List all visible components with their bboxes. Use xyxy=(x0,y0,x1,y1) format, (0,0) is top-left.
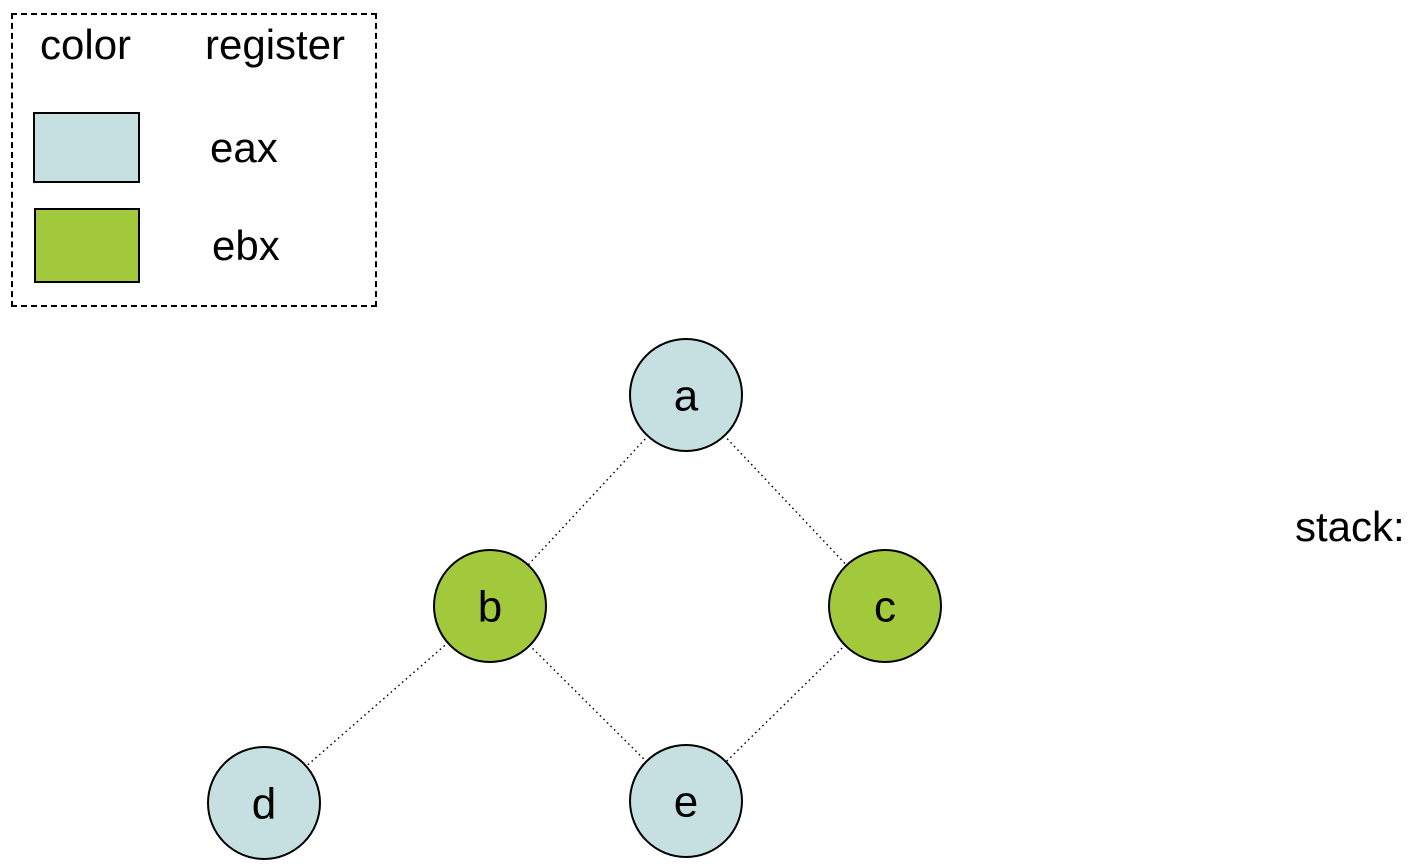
node-c-label: c xyxy=(874,582,896,631)
node-e-label: e xyxy=(674,777,698,826)
edge-a-c xyxy=(685,394,886,607)
legend-header-color: color xyxy=(40,21,132,68)
node-a-circle xyxy=(629,338,743,452)
legend-header-register: register xyxy=(205,21,346,68)
node-e-circle xyxy=(629,744,743,858)
legend-swatch-eax xyxy=(33,112,140,183)
node-c: c xyxy=(828,549,942,663)
node-c-circle xyxy=(828,549,942,663)
legend-label-eax: eax xyxy=(210,124,278,171)
node-b-label: b xyxy=(478,582,502,631)
legend-label-ebx: ebx xyxy=(212,222,280,269)
node-d: d xyxy=(207,746,321,860)
node-a: a xyxy=(629,338,743,452)
node-a-label: a xyxy=(674,371,699,420)
node-e: e xyxy=(629,744,743,858)
node-b-circle xyxy=(433,549,547,663)
node-d-circle xyxy=(207,746,321,860)
legend-swatch-ebx xyxy=(34,208,140,283)
node-d-label: d xyxy=(252,779,276,828)
stack-label: stack: xyxy=(1295,503,1405,550)
node-b: b xyxy=(433,549,547,663)
legend: color register eax ebx xyxy=(11,13,377,307)
